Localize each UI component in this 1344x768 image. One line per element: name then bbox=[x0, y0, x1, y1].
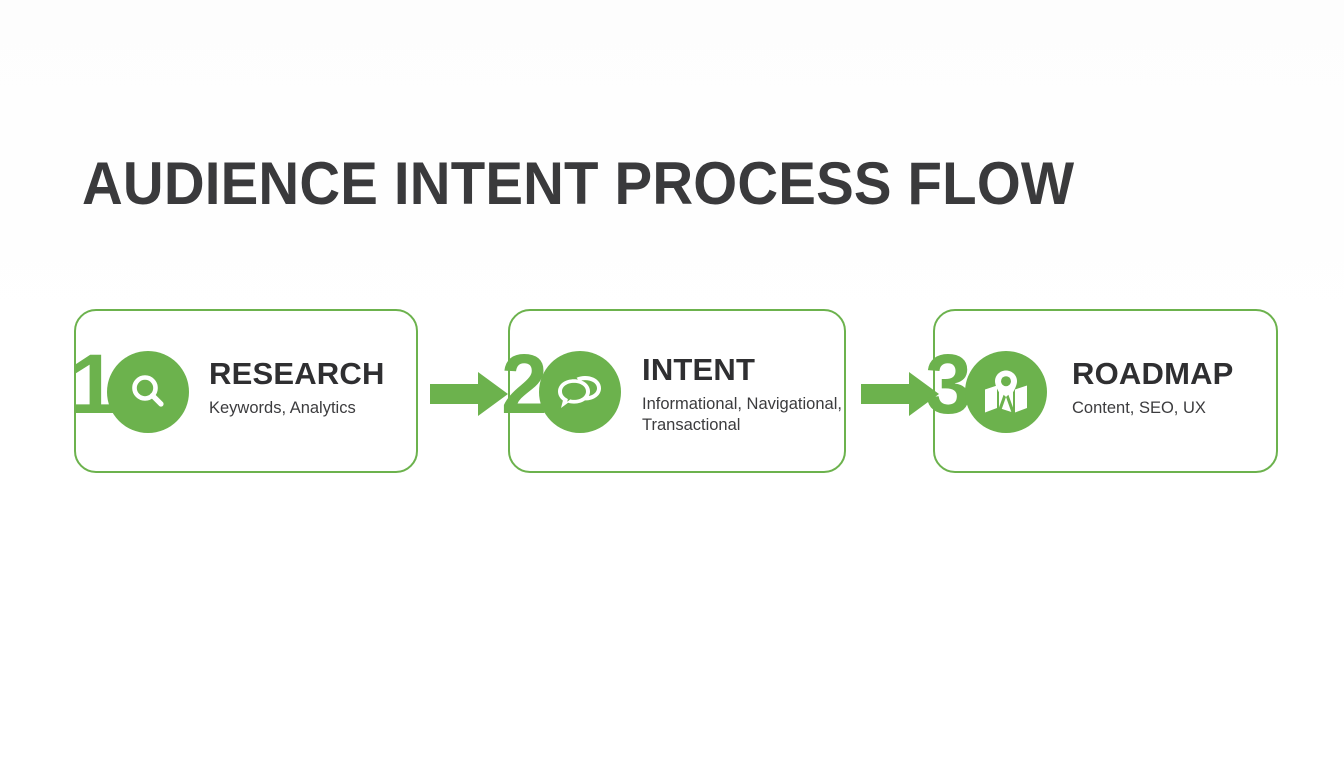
step-subtitle-research: Keywords, Analytics bbox=[209, 398, 356, 417]
step-subtitle-roadmap: Content, SEO, UX bbox=[1072, 398, 1206, 417]
process-step-text-intent: INTENT Informational, Navigational, Tran… bbox=[642, 352, 852, 436]
step-title-intent: INTENT bbox=[642, 352, 756, 387]
step-number-3: 3 bbox=[925, 337, 972, 431]
process-step-text-research: RESEARCH Keywords, Analytics bbox=[209, 356, 424, 419]
step-title-research: RESEARCH bbox=[209, 356, 385, 391]
magnifier-icon bbox=[107, 351, 189, 433]
arrow-right-icon bbox=[430, 371, 508, 422]
speech-bubbles-icon bbox=[539, 351, 621, 433]
arrow-right-icon bbox=[861, 371, 939, 422]
process-step-text-roadmap: ROADMAP Content, SEO, UX bbox=[1072, 356, 1287, 419]
step-subtitle-intent: Informational, Navigational, Transaction… bbox=[642, 394, 842, 434]
process-flow-diagram: 1 RESEARCH Keywords, Analytics 2 INTENT … bbox=[0, 309, 1344, 475]
step-title-roadmap: ROADMAP bbox=[1072, 356, 1234, 391]
page-title: AUDIENCE INTENT PROCESS FLOW bbox=[82, 150, 1075, 217]
map-pin-icon bbox=[965, 351, 1047, 433]
